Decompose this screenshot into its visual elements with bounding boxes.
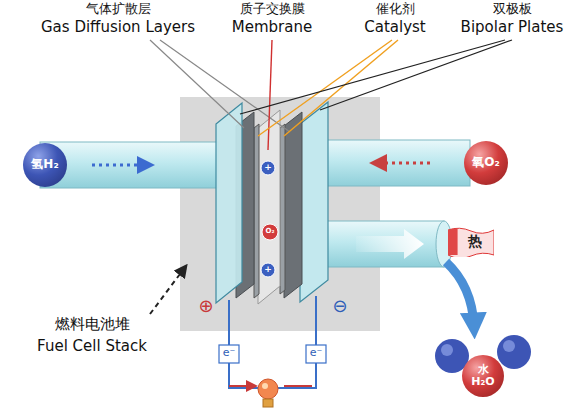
electron-label: e⁻: [310, 347, 323, 360]
ion-sign: O₂: [265, 227, 274, 235]
water-molecule: 水H₂O: [462, 355, 504, 397]
part-name: Membrane: [232, 19, 312, 36]
stack-label: Fuel Cell Stack: [37, 338, 147, 355]
node-text: H₂O: [471, 376, 494, 388]
flag-band: [448, 229, 458, 255]
part-name: Bipolar Plates: [461, 19, 564, 36]
gas-circle: 氢H₂: [23, 143, 67, 187]
node-text: 氢H₂: [31, 158, 58, 171]
part-name: Catalyst: [364, 19, 425, 36]
node-text: 热: [468, 234, 482, 249]
flag-body: [448, 228, 494, 257]
gas-circle: 氧O₂: [464, 141, 508, 185]
terminal-sign: ⊖: [332, 296, 347, 317]
part-name: 气体扩散层: [86, 2, 151, 17]
part-name: 质子交换膜: [240, 2, 305, 17]
part-name: Gas Diffusion Layers: [41, 19, 195, 36]
ion-sign: +: [264, 264, 272, 274]
ion-sign: +: [264, 162, 272, 172]
terminal-sign: ⊕: [198, 296, 213, 317]
part-name: 双极板: [493, 2, 532, 17]
node-text: 水: [478, 364, 489, 376]
part-name: 催化剂: [376, 2, 415, 17]
node-text: 氧O₂: [472, 156, 499, 169]
stack-label: 燃料电池堆: [55, 316, 130, 333]
heat-flag: 热: [448, 227, 494, 257]
electron-label: e⁻: [223, 347, 236, 360]
